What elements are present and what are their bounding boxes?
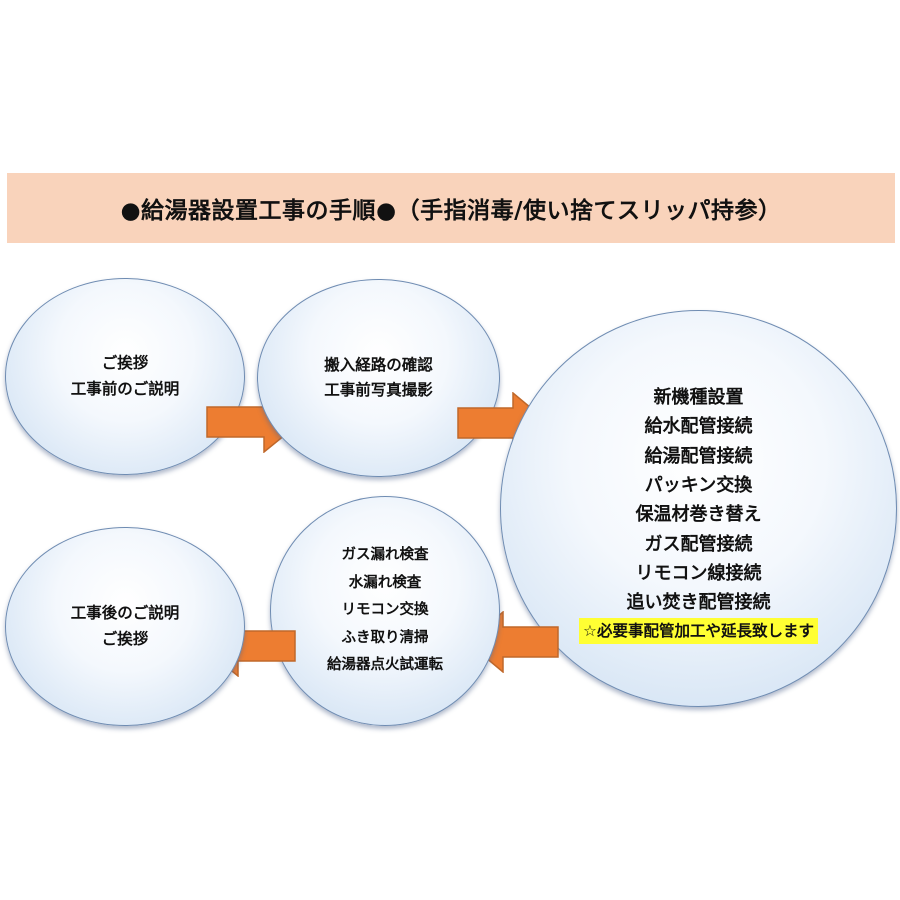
step-item: 給湯配管接続 xyxy=(644,445,753,467)
step-item: ふき取り清掃 xyxy=(341,629,429,646)
step-item: 工事後のご説明 xyxy=(70,604,180,623)
title-band: ●給湯器設置工事の手順●（手指消毒/使い捨てスリッパ持参） xyxy=(7,173,895,243)
step-item: 工事前のご説明 xyxy=(70,379,180,398)
step-item: 新機種設置 xyxy=(653,387,744,409)
step-circle-completion: 工事後のご説明 ご挨拶 xyxy=(5,527,245,726)
highlight-note: ☆必要事配管加工や延長致します xyxy=(579,617,818,644)
step-item: 水漏れ検査 xyxy=(348,574,422,591)
step-item: 保温材巻き替え xyxy=(635,504,762,526)
step-item: ガス配管接続 xyxy=(644,533,753,555)
step-item: ご挨拶 xyxy=(101,354,149,373)
page-title: ●給湯器設置工事の手順●（手指消毒/使い捨てスリッパ持参） xyxy=(120,198,782,224)
step-circle-inspection: ガス漏れ検査 水漏れ検査 リモコン交換 ふき取り清掃 給湯器点火試運転 xyxy=(270,496,500,726)
step-circle-preparation: 搬入経路の確認 工事前写真撮影 xyxy=(257,279,500,477)
step-circle-installation: 新機種設置 給水配管接続 給湯配管接続 パッキン交換 保温材巻き替え ガス配管接… xyxy=(500,310,897,707)
step-circle-greeting: ご挨拶 工事前のご説明 xyxy=(5,278,245,475)
step-item: 給水配管接続 xyxy=(644,416,753,438)
step-item: 工事前写真撮影 xyxy=(324,381,433,399)
step-item: 搬入経路の確認 xyxy=(324,355,433,374)
step-item: パッキン交換 xyxy=(644,475,753,496)
step-item: リモコン交換 xyxy=(341,602,429,619)
step-item: ガス漏れ検査 xyxy=(341,547,429,564)
step-item: 追い焚き配管接続 xyxy=(626,592,771,614)
step-item: リモコン線接続 xyxy=(635,562,762,584)
step-item: 給湯器点火試運転 xyxy=(327,657,443,674)
step-item: ご挨拶 xyxy=(101,629,149,648)
